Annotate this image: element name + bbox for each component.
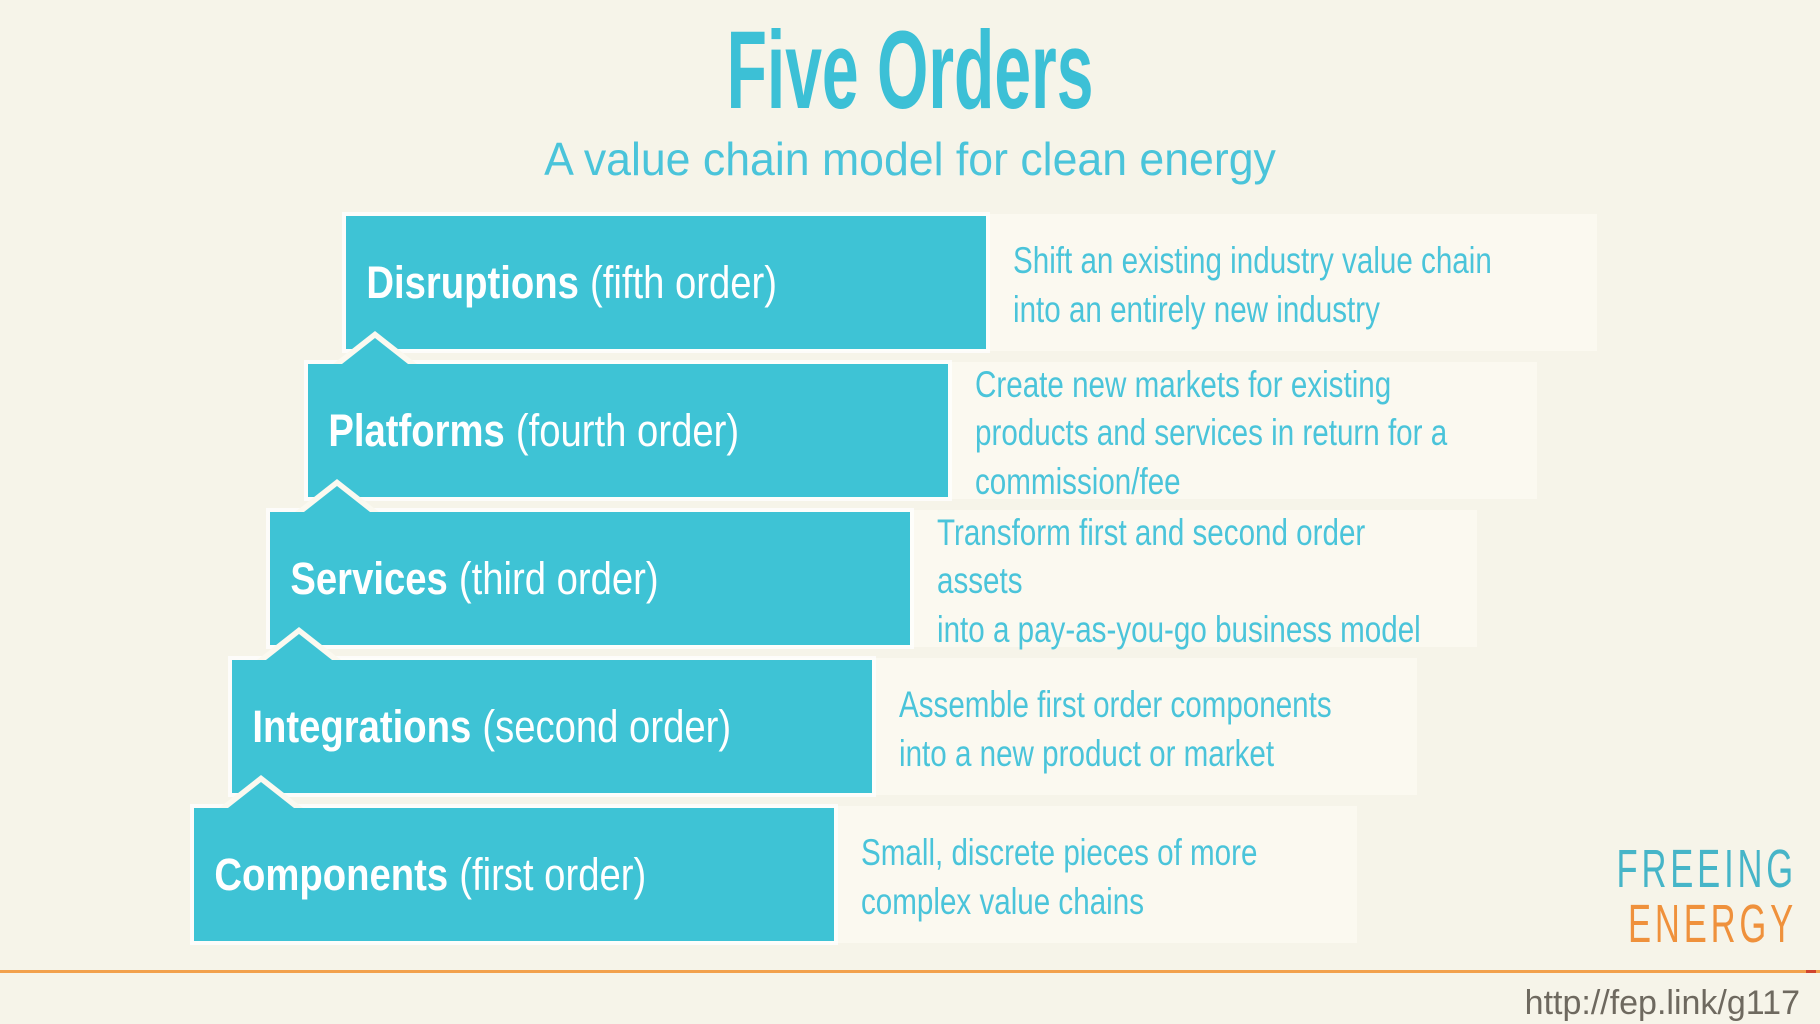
order-description: Shift an existing industry value chain i… — [1013, 240, 1492, 330]
order-box-disruptions: Disruptions(fifth order) — [346, 216, 986, 349]
order-name: Services — [290, 553, 448, 604]
logo-energy-text: ENERGY — [1628, 894, 1797, 955]
order-name: Components — [214, 849, 449, 900]
order-description: Small, discrete pieces of more complex v… — [861, 832, 1258, 922]
page-subtitle: A value chain model for clean energy — [544, 133, 1276, 185]
page-title: Five Orders — [726, 9, 1094, 132]
order-box-integrations: Integrations(second order) — [232, 627, 872, 793]
order-name: Disruptions — [366, 257, 579, 308]
order-description: Assemble first order components into a n… — [899, 684, 1332, 774]
up-arrow-notch-icon — [304, 486, 370, 512]
order-description: Transform first and second order assets … — [937, 512, 1421, 650]
order-suffix: (second order) — [482, 701, 732, 752]
order-suffix: (third order) — [458, 553, 659, 604]
up-arrow-notch-icon — [228, 782, 294, 808]
freeing-energy-logo: FREEING ENERGY — [1616, 839, 1798, 955]
up-arrow-notch-icon — [342, 338, 408, 364]
order-name: Integrations — [252, 701, 472, 752]
order-label: Disruptions(fifth order) — [346, 260, 777, 305]
order-label: Integrations(second order) — [232, 704, 731, 749]
footer-rule-tick — [1806, 970, 1816, 973]
order-label: Platforms(fourth order) — [308, 408, 739, 453]
order-label: Components(first order) — [194, 852, 646, 897]
logo-freeing-text: FREEING — [1616, 839, 1797, 899]
order-label: Services(third order) — [270, 553, 659, 604]
order-suffix: (first order) — [459, 849, 647, 900]
up-arrow-notch-icon — [266, 634, 332, 660]
order-box-services: Services(third order) — [270, 479, 910, 645]
order-suffix: (fifth order) — [589, 257, 778, 308]
order-description: Create new markets for existing products… — [975, 364, 1448, 502]
order-name: Platforms — [328, 405, 505, 456]
footer-rule — [0, 970, 1820, 973]
footer-url: http://fep.link/g117 — [1524, 984, 1800, 1022]
order-box-components: Components(first order) — [194, 775, 834, 941]
order-box-platforms: Platforms(fourth order) — [308, 331, 948, 497]
order-suffix: (fourth order) — [515, 405, 740, 456]
